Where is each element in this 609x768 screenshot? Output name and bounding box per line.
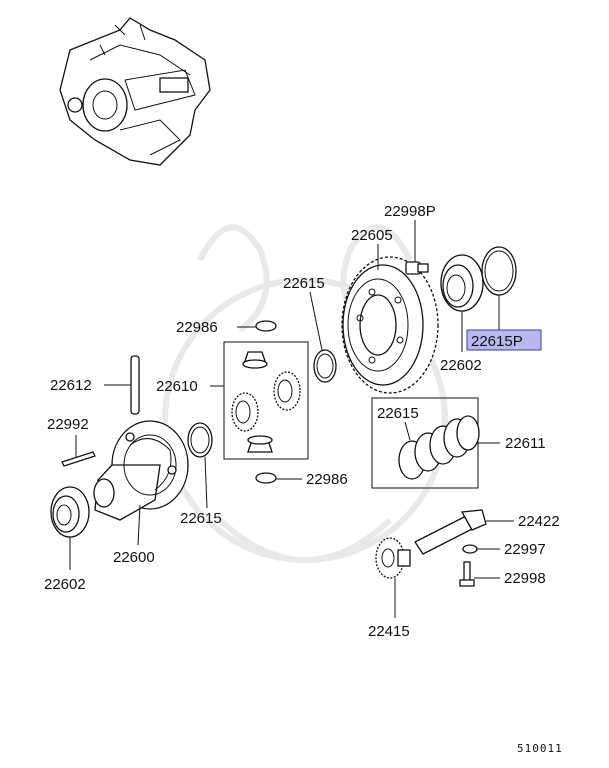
washer-22615-left — [187, 422, 213, 458]
label-22615-left[interactable]: 22615 — [180, 510, 222, 527]
ring-gear-22605 — [341, 256, 439, 394]
part-labels: 22998P 22605 22615 22986 22615P 22602 22… — [44, 203, 563, 755]
o-ring-22997 — [462, 544, 478, 554]
driven-gear-22415 — [375, 537, 411, 579]
sleeve-22422 — [414, 509, 487, 555]
pinion-shaft-22612 — [130, 355, 140, 415]
label-22998[interactable]: 22998 — [504, 570, 546, 587]
label-22986-bottom[interactable]: 22986 — [306, 471, 348, 488]
washer-22986-bottom — [255, 472, 277, 484]
label-22992[interactable]: 22992 — [47, 416, 89, 433]
label-22612[interactable]: 22612 — [50, 377, 92, 394]
washer-22986-top — [255, 320, 277, 332]
label-22610[interactable]: 22610 — [156, 378, 198, 395]
label-22611[interactable]: 22611 — [505, 435, 546, 452]
washer-22615-top — [313, 349, 337, 383]
label-22415[interactable]: 22415 — [368, 623, 410, 640]
bolt-22998 — [459, 561, 475, 587]
shim-22615P — [481, 246, 517, 296]
pin-22992 — [61, 451, 96, 467]
label-22615-top[interactable]: 22615 — [283, 275, 325, 292]
bolt-22998P — [405, 261, 429, 275]
diagram-code: 510011 — [517, 742, 563, 755]
label-22602-right[interactable]: 22602 — [440, 357, 482, 374]
label-22600[interactable]: 22600 — [113, 549, 155, 566]
bearing-22602-left — [50, 486, 90, 538]
label-22986-top[interactable]: 22986 — [176, 319, 218, 336]
label-22602-left[interactable]: 22602 — [44, 576, 86, 593]
label-22998P[interactable]: 22998P — [384, 203, 436, 220]
bearing-22602-right — [440, 254, 484, 312]
leader-lines — [69, 220, 514, 618]
label-22615P[interactable]: 22615P — [471, 333, 523, 350]
label-22997[interactable]: 22997 — [504, 541, 546, 558]
transmission-assembly-thumbnail — [59, 17, 211, 166]
highlight-22615P — [466, 329, 542, 351]
label-22422[interactable]: 22422 — [518, 513, 560, 530]
label-22615-mid[interactable]: 22615 — [377, 405, 419, 422]
pinion-gear-set-22610 — [223, 341, 309, 460]
differential-case-22600 — [93, 420, 189, 521]
label-22605[interactable]: 22605 — [351, 227, 393, 244]
